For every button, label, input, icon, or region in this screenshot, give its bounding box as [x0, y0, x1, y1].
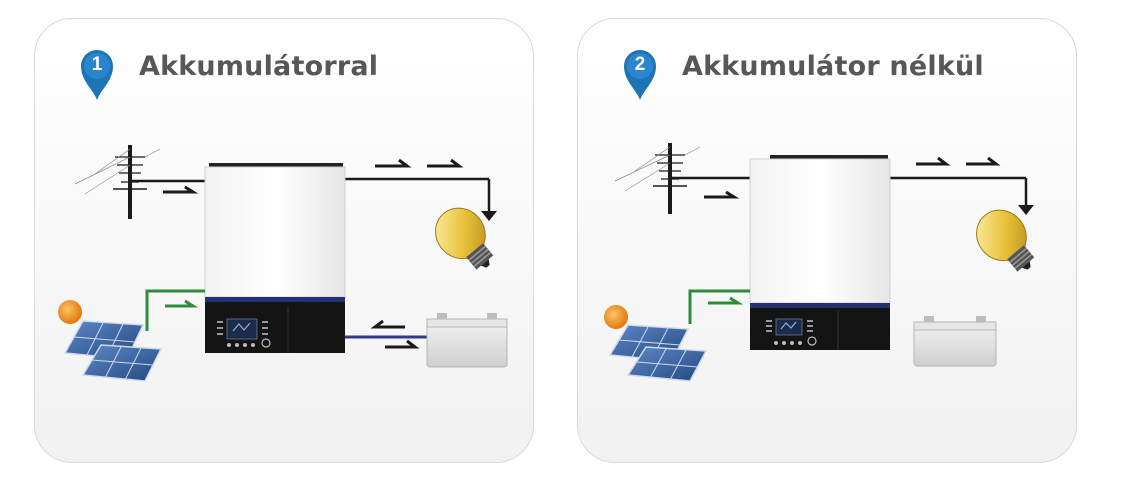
inverter-icon [204, 163, 346, 353]
panel-title: Akkumulátorral [139, 51, 379, 82]
marker-number: 2 [634, 54, 646, 75]
solar-panel-icon [63, 320, 163, 382]
arrow-icon [375, 158, 412, 168]
arrow-icon [165, 299, 199, 308]
arrow-icon [916, 156, 951, 166]
battery-icon [426, 313, 508, 368]
arrow-icon [427, 158, 464, 168]
diagram-scene [58, 145, 508, 382]
sun-icon [58, 300, 82, 324]
arrow-icon [966, 156, 1001, 166]
pin-marker-icon: 2 [622, 47, 658, 101]
arrow-icon [385, 339, 420, 349]
diagram-scene [604, 143, 1035, 382]
power-pole-icon [614, 143, 701, 214]
battery-icon [913, 316, 997, 367]
mode-panel-without-battery: 2 Akkumulátor nélkül [577, 18, 1077, 463]
arrow-icon [708, 296, 744, 305]
mode-panel-with-battery: 1 Akkumulátorral [34, 18, 534, 463]
light-bulb-icon [976, 209, 1035, 272]
inverter-icon [749, 155, 891, 350]
arrow-icon [704, 190, 740, 199]
marker-number: 1 [91, 54, 103, 75]
panel-title: Akkumulátor nélkül [682, 51, 984, 82]
arrow-icon [370, 319, 405, 329]
light-bulb-icon [435, 207, 494, 270]
pin-marker-icon: 1 [79, 47, 115, 101]
sun-icon [604, 305, 628, 329]
arrow-icon [163, 185, 199, 194]
solar-panel-icon [608, 324, 708, 382]
